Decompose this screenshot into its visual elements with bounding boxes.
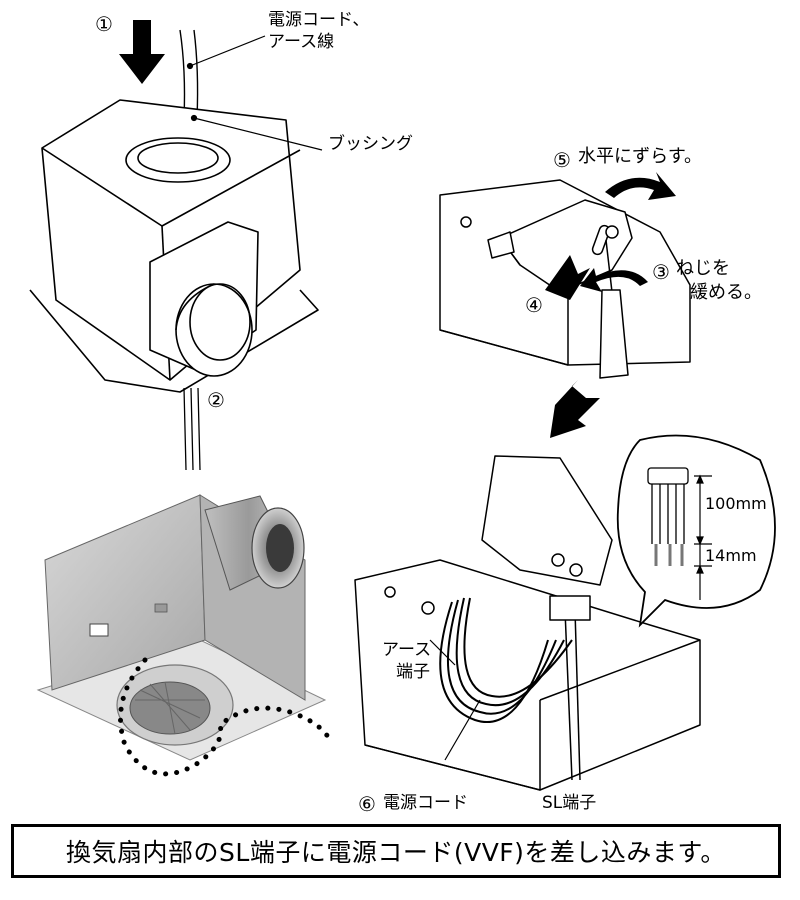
caption-box: 換気扇内部のSL端子に電源コード(VVF)を差し込みます。 <box>11 824 781 878</box>
step-number-2: ② <box>207 388 225 412</box>
caption-text: 換気扇内部のSL端子に電源コード(VVF)を差し込みます。 <box>66 838 726 867</box>
dotted-highlight <box>118 657 333 777</box>
step-number-3: ③ <box>652 260 670 284</box>
earth-terminal-label-line2: 端子 <box>396 662 430 682</box>
wire-length-callout <box>616 434 776 628</box>
leader-lines <box>186 35 323 151</box>
step-number-6: ⑥ <box>358 792 376 816</box>
next-step-arrow-icon <box>550 380 600 438</box>
sl-terminal-label: SL端子 <box>542 793 597 813</box>
screw-detail-drawing <box>439 172 691 379</box>
step-number-5: ⑤ <box>553 148 571 172</box>
step-number-1: ① <box>95 12 113 36</box>
step5-label: 水平にずらす。 <box>578 146 703 167</box>
fan-unit-line-drawing <box>29 20 319 471</box>
bushing-label: ブッシング <box>328 134 413 154</box>
push-arrow-icon <box>545 255 590 300</box>
earth-terminal-label-line1: アース <box>382 640 432 660</box>
power-cord-earth-label-line2: アース線 <box>268 32 335 52</box>
dimension-100mm: 100mm <box>705 494 767 513</box>
power-cord-earth-label-line1: 電源コード、 <box>268 10 370 30</box>
dimension-14mm: 14mm <box>705 546 757 565</box>
down-arrow-icon <box>119 20 165 84</box>
step3-label-line1: ねじを <box>676 258 730 279</box>
terminal-detail-drawing <box>354 455 701 791</box>
fan-unit-photo <box>36 494 333 777</box>
step6-power-cord-label: 電源コード <box>383 793 468 813</box>
step3-label-line2: 緩める。 <box>690 282 762 303</box>
loosen-arrow-icon <box>580 268 648 292</box>
step-number-4: ④ <box>525 293 543 317</box>
rotate-arrow-icon <box>605 172 676 200</box>
